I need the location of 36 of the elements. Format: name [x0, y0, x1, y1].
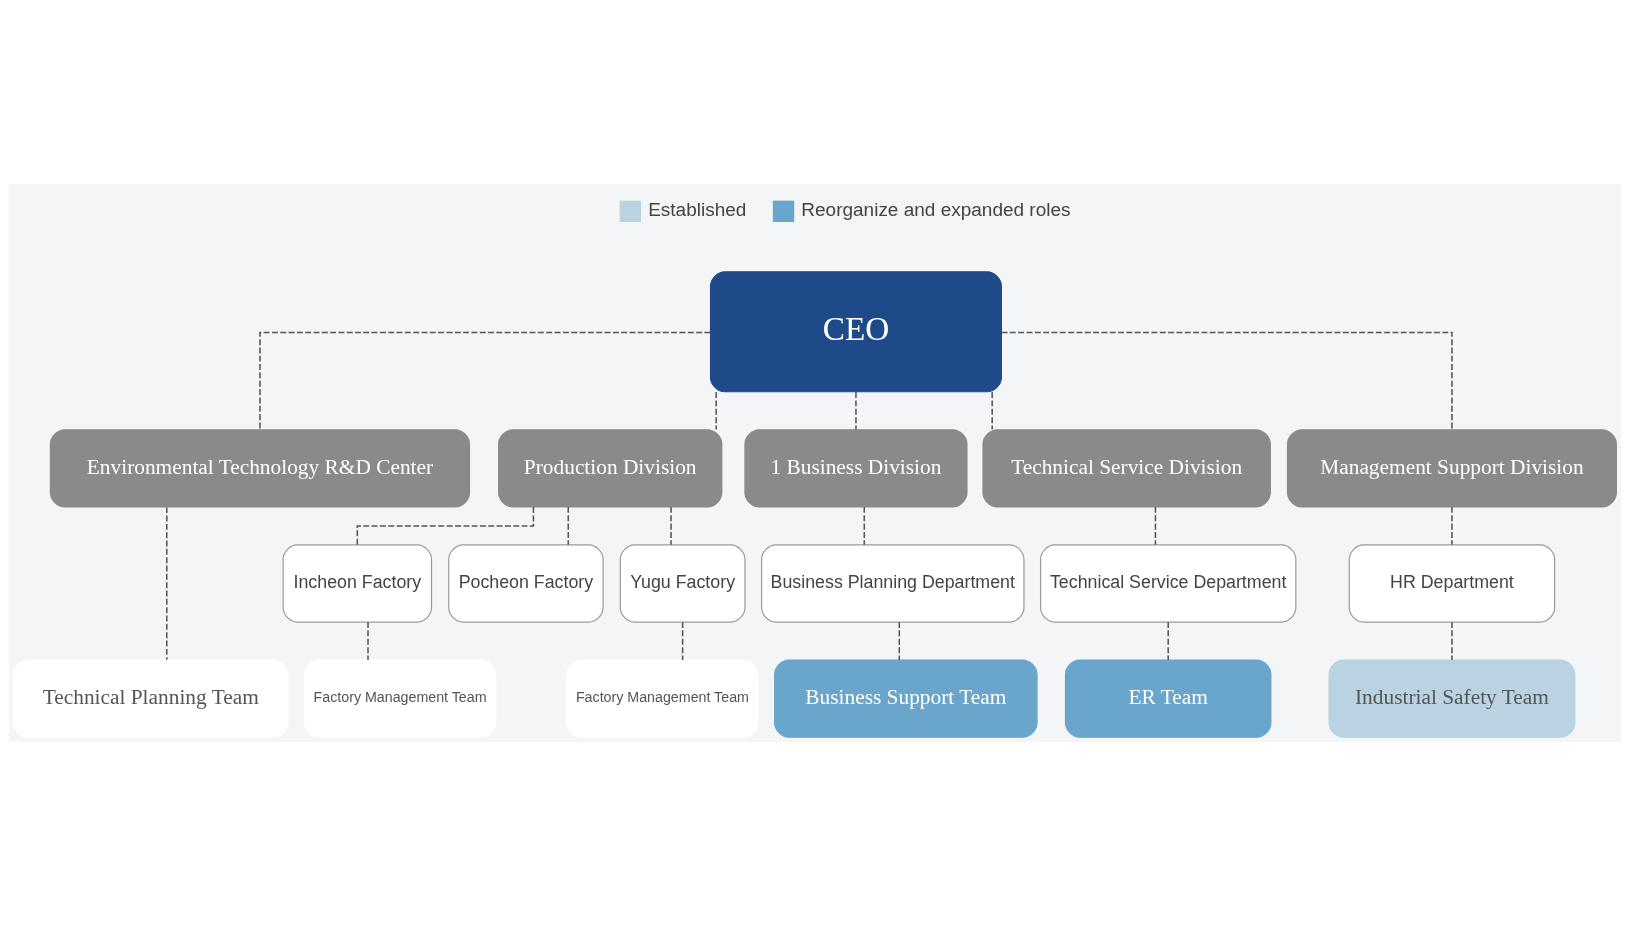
node-box: Technical Planning Team: [13, 659, 289, 738]
node-box: Factory Management Team: [303, 659, 497, 738]
node-box: Environmental Technology R&D Center: [49, 428, 471, 508]
connector: [259, 331, 711, 431]
node-box: Management Support Division: [1286, 428, 1617, 508]
connector: [567, 505, 570, 545]
connector: [898, 620, 901, 661]
node-box: Incheon Factory: [282, 543, 433, 623]
node-box: Production Division: [498, 428, 723, 508]
connector: [670, 505, 672, 545]
node-box: Business Support Team: [774, 659, 1038, 738]
connector: [1451, 505, 1453, 545]
connector: [863, 505, 866, 545]
connector: [991, 390, 993, 430]
legend-label: Reorganize and expanded roles: [801, 198, 1071, 220]
node-box: ER Team: [1064, 659, 1272, 738]
connector: [1001, 331, 1453, 431]
node-box: Technical Service Department: [1039, 543, 1297, 623]
node-box: Business Planning Department: [760, 543, 1025, 623]
legend-label: Established: [648, 198, 747, 220]
connector: [166, 506, 168, 661]
node-box: 1 Business Division: [744, 428, 968, 508]
node-box: Yugu Factory: [619, 543, 746, 623]
node-box: HR Department: [1348, 543, 1556, 623]
connector: [855, 390, 857, 430]
node-box: Pocheon Factory: [448, 543, 604, 623]
connector: [715, 390, 717, 430]
connector: [367, 620, 369, 661]
node-box: Technical Service Division: [982, 428, 1271, 508]
node-box: Industrial Safety Team: [1328, 659, 1576, 738]
connector: [1167, 620, 1169, 661]
node-box: CEO: [709, 270, 1002, 392]
connector: [1154, 505, 1157, 545]
connector: [681, 620, 684, 661]
node-box: Factory Management Team: [566, 659, 759, 738]
connector: [1451, 620, 1453, 661]
